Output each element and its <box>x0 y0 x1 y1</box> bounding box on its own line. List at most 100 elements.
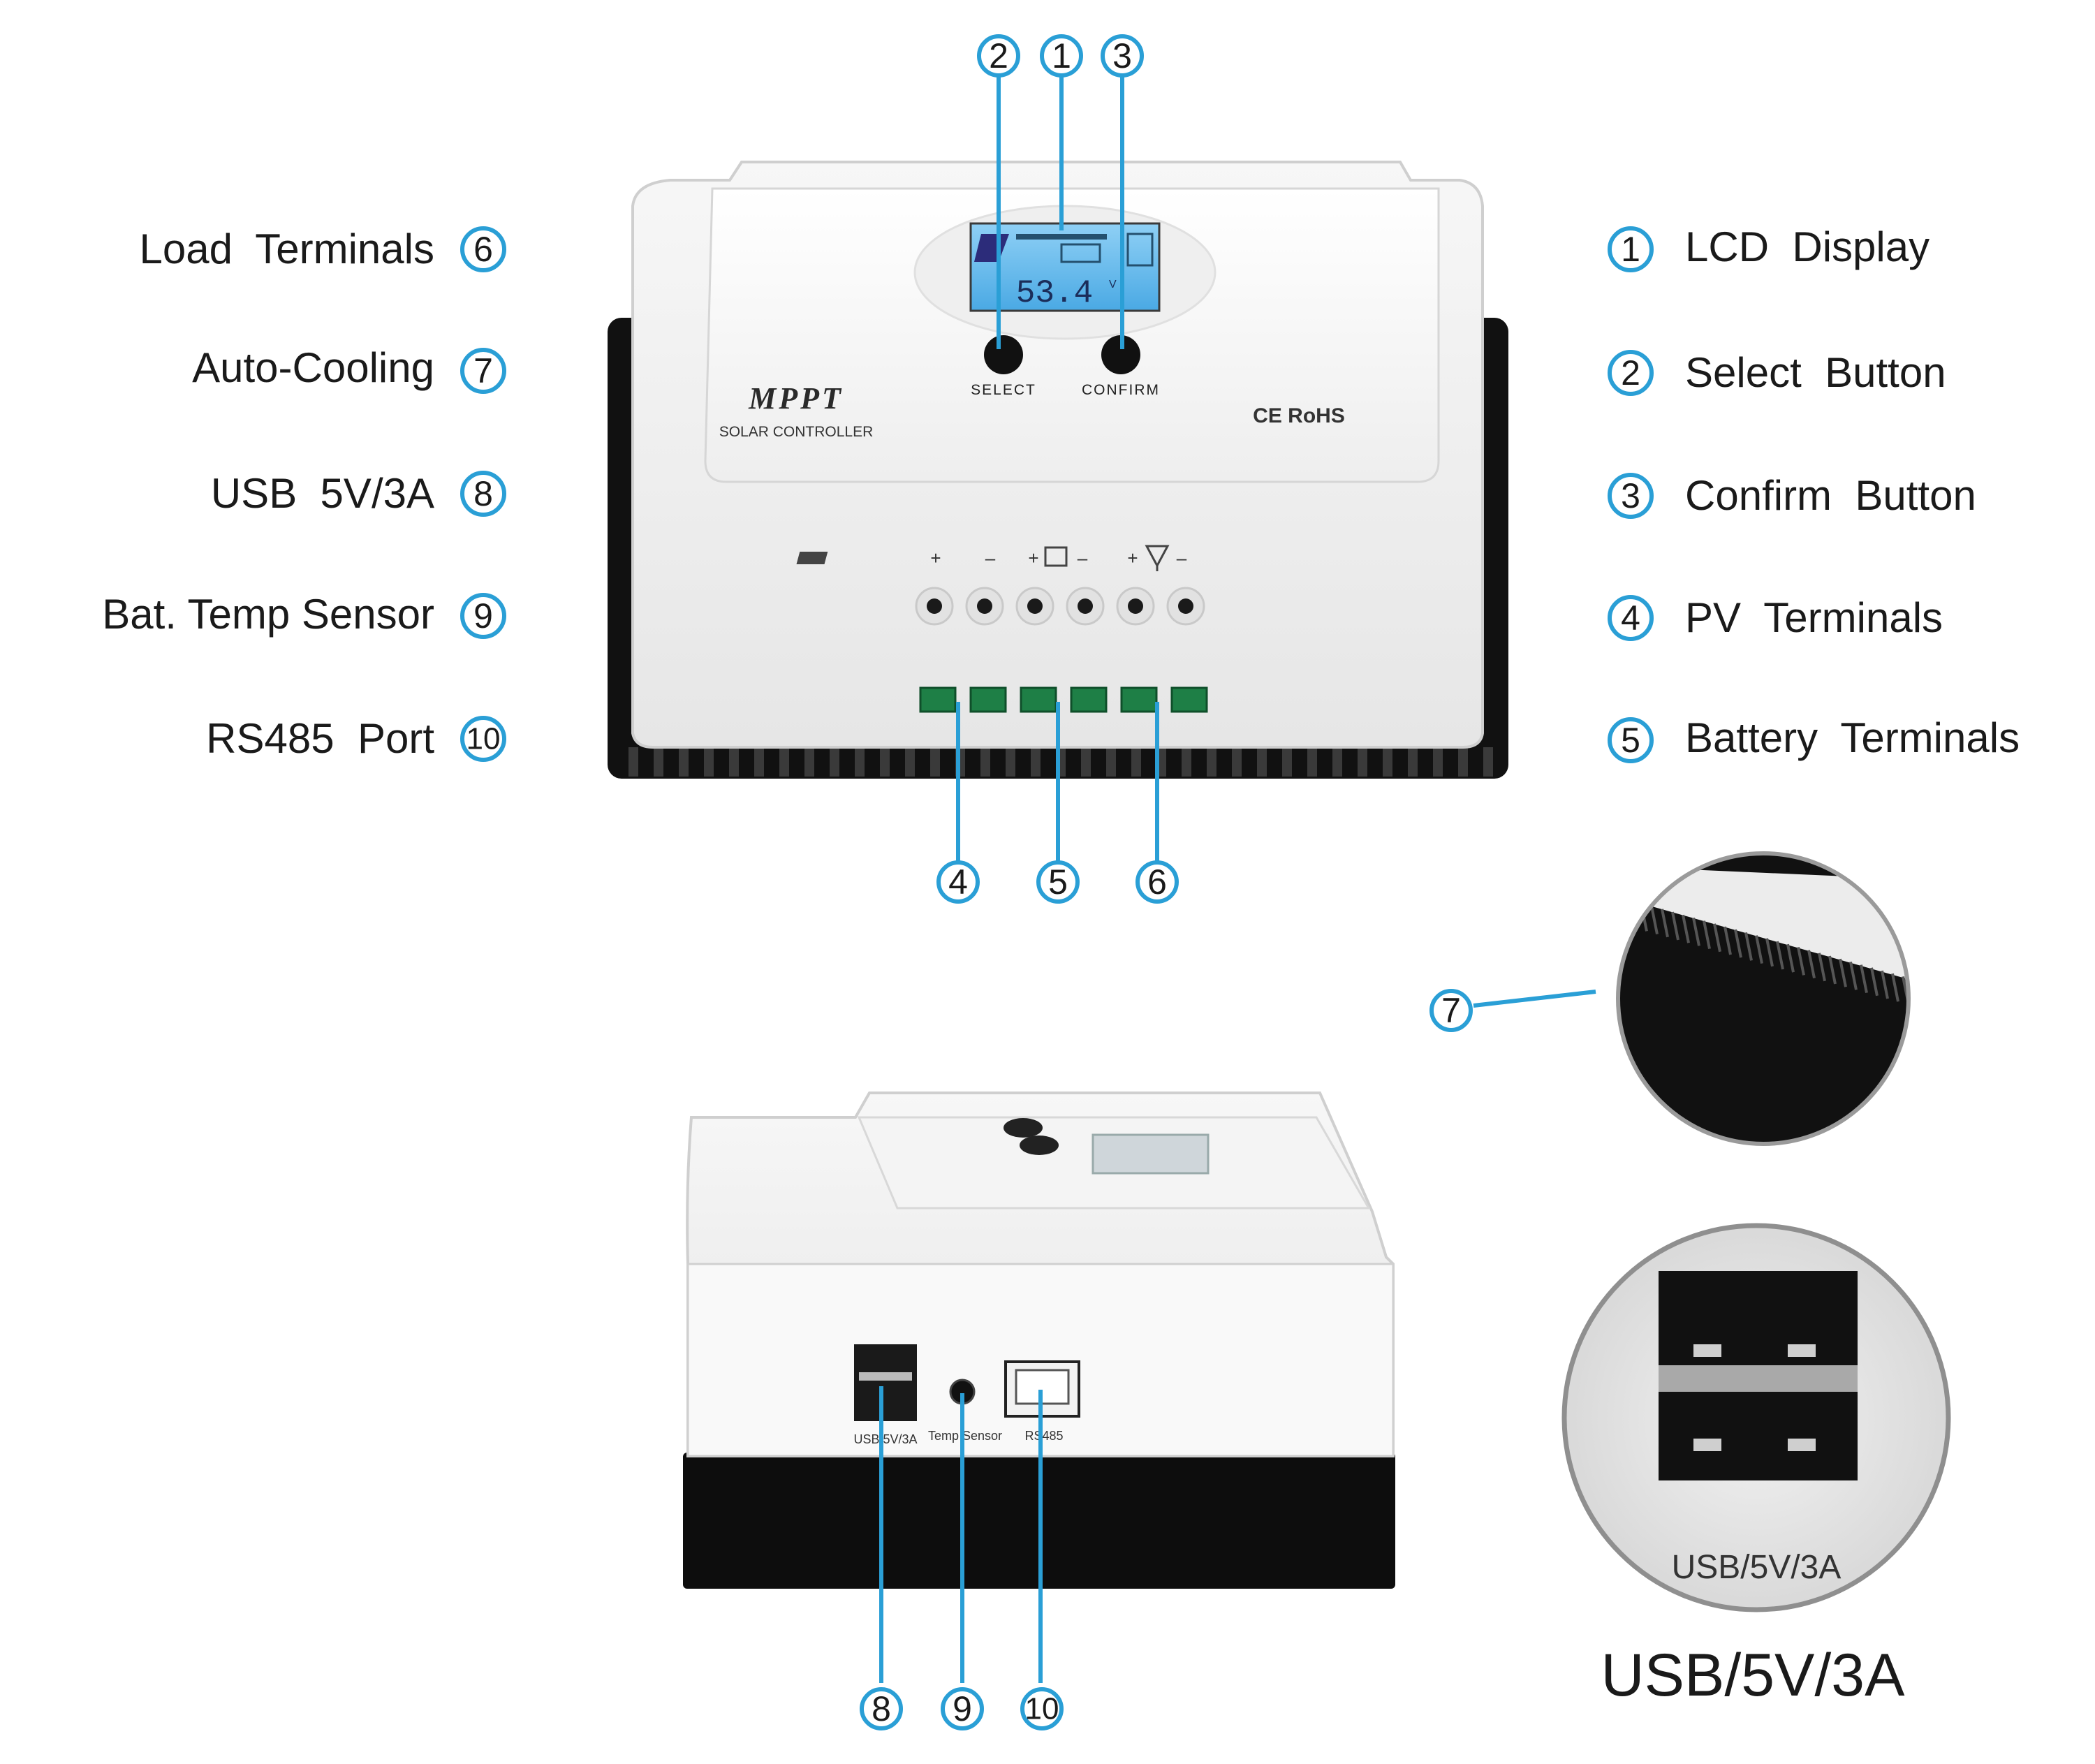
confirm-label: CONFIRM <box>1082 382 1160 398</box>
cooling-fin <box>1723 926 1732 955</box>
side-lcd <box>1091 1133 1210 1175</box>
cooling-fin <box>1755 935 1763 964</box>
cooling-fin <box>1807 950 1816 978</box>
callout-2-top: 2 <box>977 34 1020 78</box>
legend-text: RS485 Port <box>206 715 434 762</box>
cooling-fin <box>1692 918 1700 946</box>
bottom-caption: USB/5V/3A <box>1601 1642 1906 1709</box>
battery-plus: + <box>1028 547 1038 568</box>
cooling-fin <box>1682 914 1690 943</box>
terminal-block <box>919 686 957 713</box>
heatsink-fin <box>754 747 764 777</box>
legend-number: 10 <box>466 722 501 756</box>
legend-number: 3 <box>1621 476 1640 515</box>
terminal-block <box>1120 686 1158 713</box>
screw-head <box>1078 598 1093 614</box>
confirm-button[interactable] <box>1101 335 1140 374</box>
legend-left: Load Terminals 6 Auto-Cooling 7 USB 5V/3… <box>102 226 506 762</box>
cooling-fin <box>1818 953 1826 982</box>
cooling-fin <box>1713 923 1721 953</box>
cooling-fin <box>1734 929 1742 958</box>
screw-head <box>1128 598 1143 614</box>
legend-text: Auto-Cooling <box>192 344 434 391</box>
callout-number: 7 <box>1441 991 1461 1030</box>
pv-symbol-icon <box>796 552 828 564</box>
legend-item-select-button: 2 Select Button <box>1608 349 1946 396</box>
heatsink-fin <box>704 747 714 777</box>
legend-number: 2 <box>1621 353 1640 392</box>
side-button-1 <box>1004 1118 1043 1138</box>
legend-item-rs485: RS485 Port 10 <box>206 715 506 762</box>
usb-side-label: USB/5V/3A <box>853 1432 917 1446</box>
callout-number: 4 <box>948 862 968 902</box>
cooling-fin <box>1870 967 1879 997</box>
legend-item-confirm-button: 3 Confirm Button <box>1608 472 1976 519</box>
lcd-value: 53.4 <box>1016 275 1093 311</box>
cooling-fin <box>1671 911 1679 941</box>
heatsink-fin <box>654 747 663 777</box>
load-minus: – <box>1177 547 1187 568</box>
terminal-block <box>1020 686 1057 713</box>
heatsink-fin <box>1383 747 1392 777</box>
legend-item-lcd-display: 1 LCD Display <box>1608 223 1929 272</box>
callout-5-terminals: 5 <box>1036 860 1080 904</box>
callout-number: 6 <box>1147 862 1167 902</box>
callout-6-terminals: 6 <box>1135 860 1179 904</box>
callout-number: 3 <box>1112 36 1132 75</box>
callout-number: 10 <box>1025 1692 1059 1726</box>
legend-text: Confirm Button <box>1685 472 1976 519</box>
heatsink-fin <box>1332 747 1342 777</box>
legend-text: Bat. Temp Sensor <box>102 591 434 638</box>
callout-4-terminals: 4 <box>936 860 980 904</box>
heatsink-fin <box>679 747 689 777</box>
heatsink-fin <box>905 747 915 777</box>
battery-minus: – <box>1078 547 1088 568</box>
pv-plus: + <box>930 547 941 568</box>
heatsink-fin <box>1031 747 1041 777</box>
leader-lines <box>879 77 1596 1683</box>
legend-text: USB 5V/3A <box>211 470 434 517</box>
screw-head <box>1178 598 1193 614</box>
legend-text: PV Terminals <box>1685 594 1943 641</box>
callout-number: 2 <box>989 36 1008 75</box>
heatsink-fin <box>729 747 739 777</box>
callout-10-side: 10 <box>1020 1687 1064 1730</box>
cooling-fin <box>1924 983 1929 1010</box>
legend-text: LCD Display <box>1685 223 1929 270</box>
legend-item-pv-terminals: 4 PV Terminals <box>1608 594 1943 641</box>
legend-text: Load Terminals <box>140 226 434 272</box>
cooling-fin <box>1913 980 1919 1008</box>
heatsink-fin <box>779 747 789 777</box>
terminal-symbols: + – + – + – <box>796 545 1187 571</box>
select-button[interactable] <box>984 335 1023 374</box>
terminal-block <box>969 686 1007 713</box>
cooling-fin <box>1629 899 1638 929</box>
cooling-fin <box>1776 941 1784 970</box>
cooling-fin <box>1839 958 1847 987</box>
legend-item-battery-terminals: 5 Battery Terminals <box>1608 714 2020 763</box>
heatsink-fin <box>1232 747 1242 777</box>
lcd-display: 53.4 V <box>969 222 1161 312</box>
legend-number: 1 <box>1621 230 1640 269</box>
legend-right: 1 LCD Display 2 Select Button 3 Confirm … <box>1608 223 2020 763</box>
legend-number: 4 <box>1621 598 1640 638</box>
side-button-2 <box>1020 1135 1059 1155</box>
usb-port-side <box>854 1344 917 1421</box>
heatsink-fin <box>1307 747 1317 777</box>
cooling-fin <box>1797 947 1805 976</box>
heatsink-fin <box>855 747 865 777</box>
heatsink-fin <box>1182 747 1191 777</box>
pv-minus: – <box>985 547 996 568</box>
lamp-symbol-icon <box>1145 545 1170 571</box>
callout-3-top: 3 <box>1101 34 1144 78</box>
zoom-usb-label: USB/5V/3A <box>1672 1549 1842 1586</box>
cooling-fin <box>1786 943 1795 973</box>
cooling-fin <box>1650 906 1659 934</box>
heatsink-fin <box>1408 747 1418 777</box>
heatsink-fin <box>980 747 990 777</box>
cooling-fin <box>1619 897 1627 926</box>
cooling-fin <box>1703 920 1711 949</box>
heatsink-fin <box>1458 747 1468 777</box>
callout-number: 9 <box>953 1689 972 1728</box>
